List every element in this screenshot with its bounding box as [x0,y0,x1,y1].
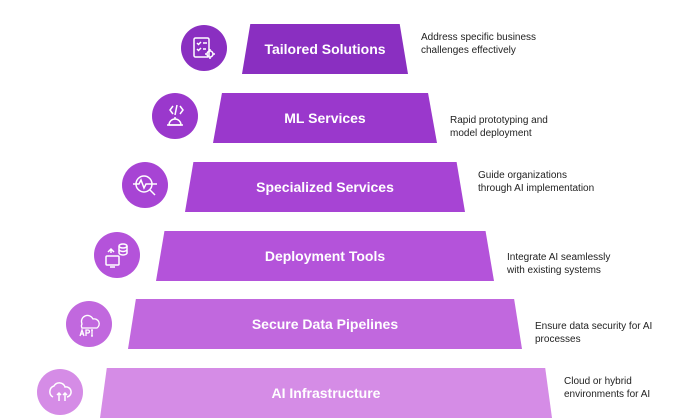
pulse-magnifier-icon [133,175,157,196]
tier-ml-services: ML Services [213,93,437,143]
tier-description-ml-services: Rapid prototyping and model deployment [450,115,548,139]
tier-icon-ai-infrastructure [37,369,83,415]
tier-label: Tailored Solutions [264,41,386,57]
code-robot-icon [167,104,184,126]
tier-label: ML Services [284,110,366,126]
tier-label: Deployment Tools [264,248,386,264]
tier-description-deployment-tools: Integrate AI seamlessly with existing sy… [507,252,611,276]
tier-icon-deployment-tools [94,232,140,278]
tier-secure-data-pipelines: Secure Data Pipelines [128,299,522,349]
tier-description-tailored-solutions: Address specific business challenges eff… [421,32,537,56]
tier-description-ai-infrastructure: Cloud or hybrid environments for AI [564,376,651,400]
database-monitor-icon [105,243,128,268]
cloud-api-icon [79,314,100,337]
tier-deployment-tools: Deployment Tools [156,231,494,281]
cloud-upload-icon [49,382,72,401]
tier-label: AI Infrastructure [271,385,381,401]
tier-icon-tailored-solutions [181,25,227,71]
tier-icon-specialized-services [122,162,168,208]
checklist-gear-icon [193,37,215,59]
tier-description-secure-data-pipelines: Ensure data security for AI processes [535,321,653,345]
tier-label: Secure Data Pipelines [251,316,399,332]
tier-label: Specialized Services [256,179,394,195]
tier-specialized-services: Specialized Services [185,162,465,212]
tier-icon-secure-data-pipelines [66,301,112,347]
tier-description-specialized-services: Guide organizations through AI implement… [478,170,595,194]
tier-ai-infrastructure: AI Infrastructure [100,368,552,418]
tier-icon-ml-services [152,93,198,139]
tier-tailored-solutions: Tailored Solutions [242,24,408,74]
